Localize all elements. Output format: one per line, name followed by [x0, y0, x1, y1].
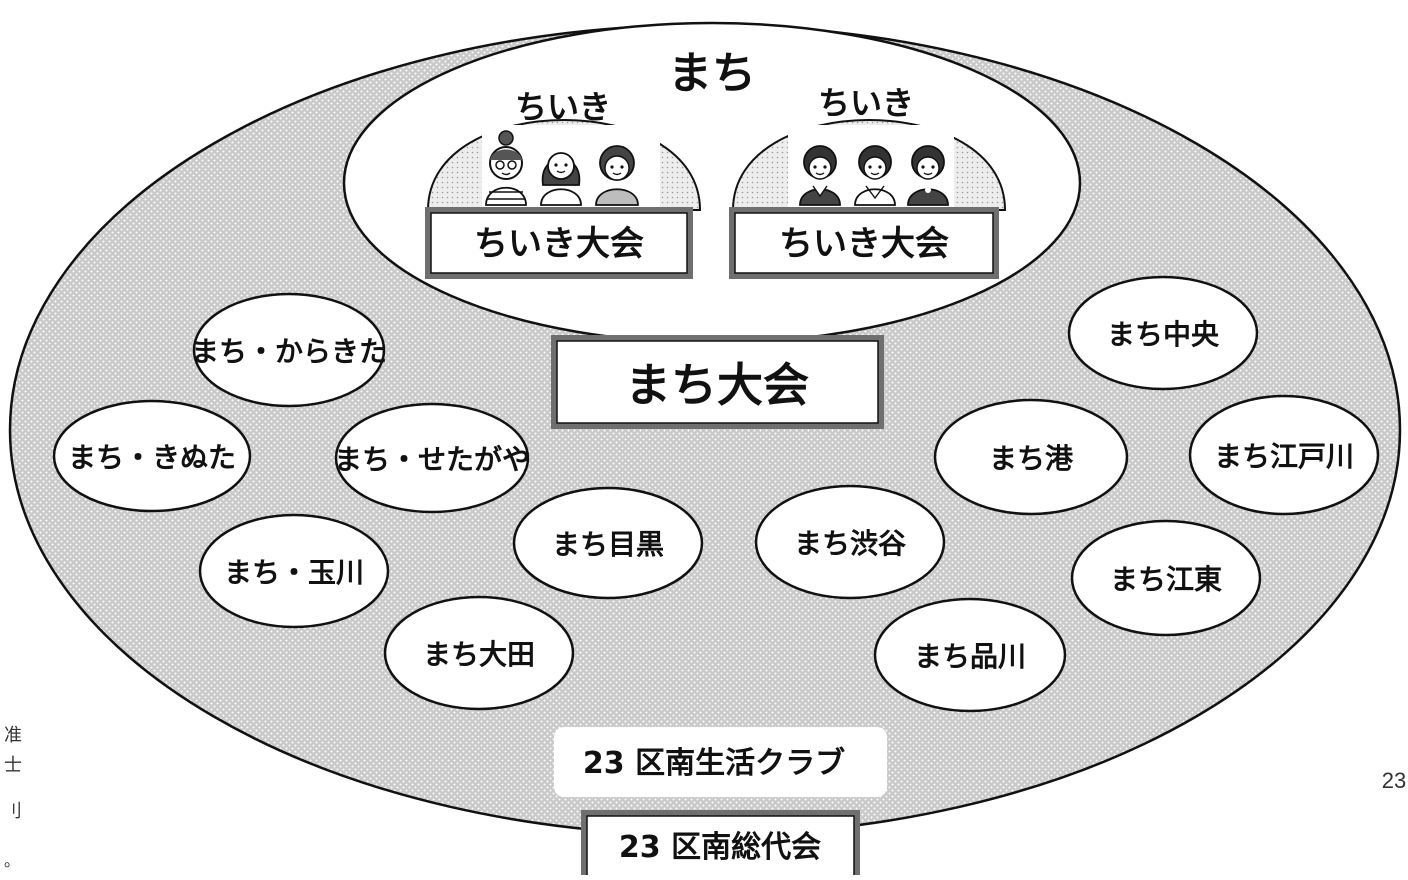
machi-unit: まち江戸川	[1188, 394, 1380, 516]
machi-unit: まち品川	[873, 597, 1067, 713]
machi-unit-ellipse	[873, 597, 1067, 713]
machi-unit-label: まち・せたがや	[334, 443, 530, 476]
machi-unit-ellipse	[933, 398, 1129, 516]
club-assembly-box	[586, 815, 855, 879]
machi-unit-ellipse	[192, 292, 386, 408]
machi-unit: まち江東	[1070, 519, 1262, 637]
person-figure	[485, 130, 527, 206]
chiiki-label: ちいき	[515, 88, 611, 126]
machi-unit-ellipse	[334, 402, 530, 514]
person-figure	[907, 145, 949, 206]
machi-unit-ellipse	[198, 513, 390, 629]
chiiki-assembly-label: ちいき大会	[474, 224, 644, 264]
machi-unit: まち・せたがや	[334, 402, 530, 514]
chiiki-group-right: ちいき	[729, 84, 1007, 279]
machi-unit-ellipse	[383, 595, 575, 711]
chiiki-assembly-box	[734, 212, 994, 274]
machi-unit-ellipse	[1188, 394, 1380, 516]
machi-unit-label: まち江戸川	[1214, 440, 1354, 473]
machi-unit-label: まち渋谷	[794, 527, 907, 560]
machi-unit-label: まち江東	[1110, 563, 1222, 596]
machi-unit-ellipse	[52, 399, 252, 513]
person-figure	[854, 145, 896, 206]
machi-unit-label: まち・玉川	[224, 556, 364, 589]
machi-unit-label: まち港	[989, 442, 1074, 475]
chiiki-group-left: ちいき	[425, 88, 702, 279]
person-figure	[540, 152, 582, 206]
club-label-plate	[554, 727, 887, 797]
chiiki-assembly-label: ちいき大会	[779, 224, 949, 264]
club-assembly-label: 23 区南総代会	[619, 830, 821, 865]
edge-fragment: 。	[4, 851, 20, 870]
machi-unit: まち・玉川	[198, 513, 390, 629]
machi-unit-label: まち・からきた	[191, 335, 387, 368]
edge-fragment: 刂	[4, 801, 22, 822]
machi-unit-ellipse	[754, 484, 946, 600]
machi-assembly-box	[556, 340, 879, 424]
chiiki-label: ちいき	[818, 84, 914, 122]
machi-assembly-label: まち大会	[625, 358, 809, 412]
machi-unit: まち港	[933, 398, 1129, 516]
machi-unit: まち目黒	[512, 486, 704, 600]
machi-unit-ellipse	[1067, 275, 1259, 391]
machi-unit-label: まち大田	[423, 638, 535, 671]
person-figure	[799, 145, 841, 206]
machi-unit-label: まち品川	[914, 640, 1026, 673]
machi-unit-label: まち・きぬた	[68, 441, 236, 474]
machi-unit: まち渋谷	[754, 484, 946, 600]
machi-label: まち	[668, 48, 756, 99]
machi-unit-ellipse	[512, 486, 704, 600]
club-label: 23 区南生活クラブ	[583, 746, 845, 781]
machi-unit-label: まち目黒	[552, 528, 664, 561]
machi-unit: まち・きぬた	[52, 399, 252, 513]
machi-unit-label: まち中央	[1107, 318, 1220, 351]
person-figure	[595, 145, 639, 206]
edge-fragment: 准	[4, 725, 22, 746]
machi-unit: まち中央	[1067, 275, 1259, 391]
page-number: 23	[1382, 768, 1406, 793]
chiiki-assembly-box	[430, 212, 688, 274]
machi-unit-ellipse	[1070, 519, 1262, 637]
edge-fragment: 士	[4, 755, 22, 776]
machi-unit: まち・からきた	[191, 292, 387, 408]
machi-unit: まち大田	[383, 595, 575, 711]
